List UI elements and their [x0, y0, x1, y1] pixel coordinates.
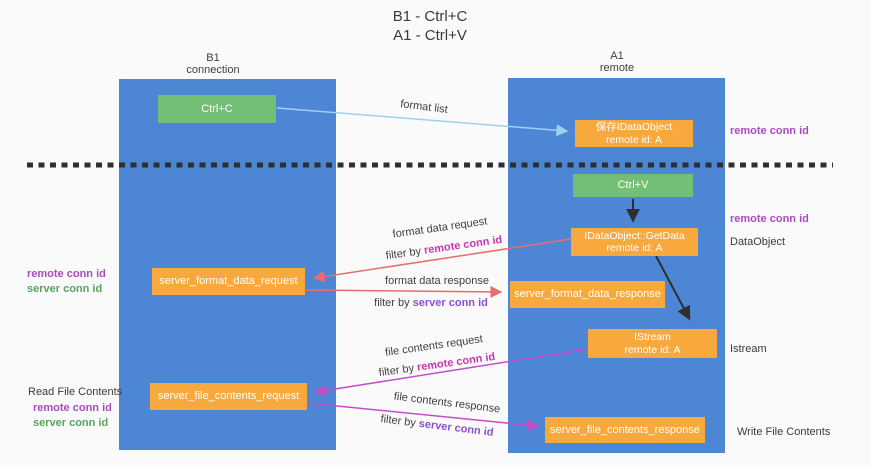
getdata-node: IDataObject::GetData remote id: A — [571, 228, 698, 256]
filter-by-text: filter by — [378, 361, 418, 380]
server-file-contents-request-node: server_file_contents_request — [150, 383, 307, 410]
ctrl-c-label: Ctrl+C — [201, 102, 233, 115]
annotation-server-conn-id-left: server conn id — [27, 283, 103, 295]
filter-by-text: filter by — [379, 413, 420, 430]
server-format-data-request-label: server_format_data_request — [159, 275, 298, 287]
server-format-data-response-label: server_format_data_response — [514, 288, 661, 300]
annotation-remote-conn-id-left2: remote conn id — [33, 402, 112, 414]
server-format-data-request-node: server_format_data_request — [152, 268, 305, 295]
ctrl-v-node: Ctrl+V — [573, 174, 693, 197]
lifeline-a1-name: A1 — [610, 50, 624, 62]
flow-label-file-contents-response: file contents response — [393, 390, 501, 416]
server-conn-id-text: server conn id — [418, 417, 495, 439]
annotation-remote-conn-id-mid: remote conn id — [730, 213, 809, 225]
getdata-line2: remote id: A — [606, 242, 663, 254]
flow-label-format-data-response: format data response — [385, 275, 489, 287]
ctrl-v-label: Ctrl+V — [617, 179, 649, 191]
annotation-conn-ids-file: remote conn id server conn id — [33, 401, 112, 431]
annotation-server-conn-id-left2: server conn id — [33, 417, 109, 429]
annotation-read-file-contents: Read File Contents — [28, 386, 123, 398]
flow-label-filter-server-1: filter by server conn id — [374, 297, 488, 309]
annotation-remote-conn-id-left: remote conn id — [27, 268, 106, 280]
annotation-remote-conn-id-top: remote conn id — [730, 125, 809, 137]
annotation-conn-ids-format: remote conn id server conn id — [27, 267, 106, 297]
server-file-contents-response-node: server_file_contents_response — [545, 417, 705, 443]
save-idataobject-node: 保存IDataObject remote id: A — [575, 120, 693, 147]
istream-node: IStream remote id: A — [588, 329, 717, 358]
server-file-contents-response-label: server_file_contents_response — [550, 423, 700, 436]
title-line-1: B1 - Ctrl+C — [392, 8, 468, 25]
lifeline-b1-role: connection — [186, 64, 240, 76]
lifeline-header-a1: A1 remote — [600, 50, 634, 74]
remote-conn-id-text: remote conn id — [423, 233, 503, 257]
server-conn-id-text: server conn id — [412, 297, 488, 309]
annotation-istream: Istream — [730, 343, 767, 355]
remote-conn-id-text: remote conn id — [416, 350, 496, 374]
diagram-title: B1 - Ctrl+C A1 - Ctrl+V — [393, 7, 468, 45]
filter-by-text: filter by — [374, 297, 413, 309]
save-idataobject-line1: 保存IDataObject — [595, 121, 673, 133]
ctrl-c-node: Ctrl+C — [158, 95, 276, 123]
getdata-line1: IDataObject::GetData — [584, 229, 685, 242]
lifeline-a1-role: remote — [599, 62, 635, 74]
server-format-data-response-node: server_format_data_response — [510, 281, 665, 308]
flow-label-format-list: format list — [399, 98, 449, 116]
annotation-write-file-contents: Write File Contents — [737, 426, 831, 438]
lifeline-header-b1: B1 connection — [186, 52, 239, 76]
server-file-contents-request-label: server_file_contents_request — [157, 390, 300, 402]
title-line-2: A1 - Ctrl+V — [393, 27, 467, 44]
flow-label-filter-server-2: filter by server conn id — [380, 413, 494, 439]
lifeline-b1-name: B1 — [206, 52, 220, 64]
save-idataobject-line2: remote id: A — [605, 133, 663, 146]
istream-line1: IStream — [634, 331, 671, 343]
istream-line2: remote id: A — [624, 343, 681, 356]
annotation-dataobject: DataObject — [730, 236, 786, 248]
filter-by-text: filter by — [385, 244, 425, 263]
